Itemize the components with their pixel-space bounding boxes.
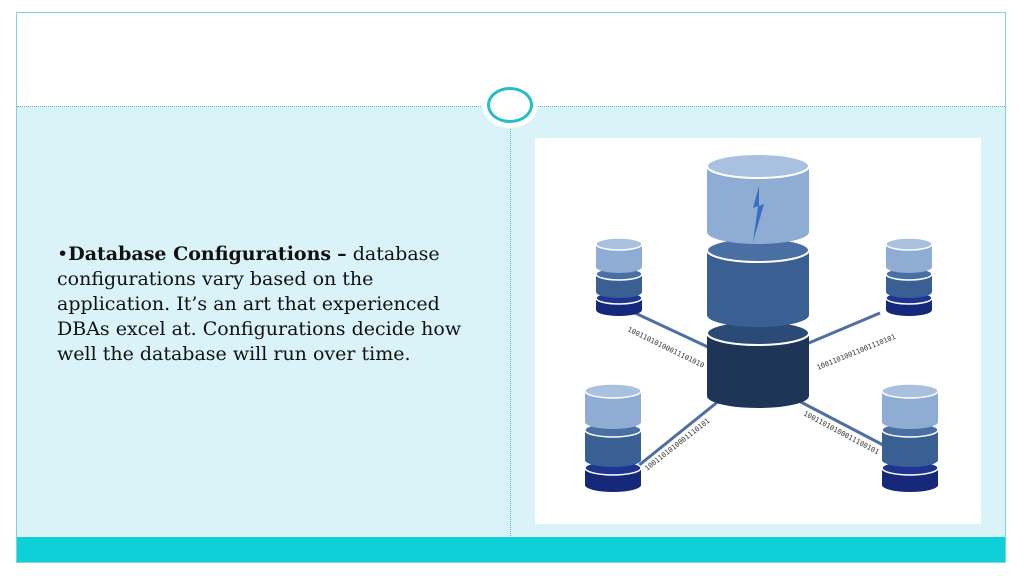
bullet-marker: • (57, 243, 69, 265)
database-illustration: 10011010100011101010 1001101001100111010… (535, 138, 981, 524)
connector-top-right (796, 311, 881, 350)
bullet-paragraph: •Database Configurations – database conf… (57, 242, 477, 367)
bullet-text: database configurations vary based on th… (57, 243, 462, 365)
bullet-term: Database Configurations (68, 243, 332, 265)
database-icon-top-right (885, 237, 933, 316)
binary-label-top-right: 10011010011001110101 (816, 333, 897, 372)
binary-label-bottom-right: 10011010100011100101 (802, 410, 880, 457)
connector-bottom-right (796, 398, 886, 448)
database-icon-bottom-left (584, 383, 642, 492)
footer-bar (17, 537, 1005, 562)
binary-label-top-left: 10011010100011101010 (626, 326, 705, 370)
column-divider (510, 118, 511, 536)
database-icon-top-left (595, 237, 643, 316)
database-network-diagram: 10011010100011101010 1001101001100111010… (584, 153, 939, 492)
bullet-dash: – (337, 243, 347, 265)
database-icon-bottom-right (881, 383, 939, 492)
binary-label-bottom-left: 1001101010001110101 (643, 417, 711, 473)
divider-ornament-ring (487, 87, 533, 123)
central-database-icon (706, 153, 810, 408)
connector-bottom-left (632, 398, 721, 472)
connector-top-left (634, 311, 711, 350)
